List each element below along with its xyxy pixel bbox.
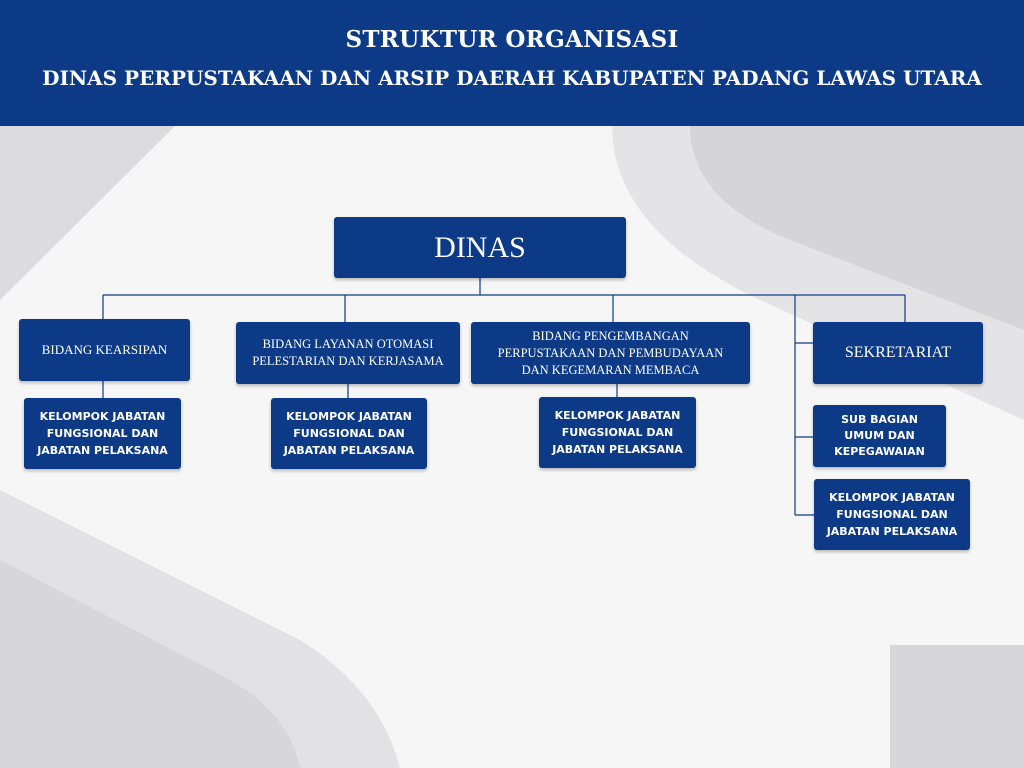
page-title: STRUKTUR ORGANISASI [345, 26, 679, 53]
node-kelompok-jabatan-sekretariat: KELOMPOK JABATAN FUNGSIONAL DAN JABATAN … [814, 479, 970, 550]
node-bidang-pengembangan: BIDANG PENGEMBANGAN PERPUSTAKAAN DAN PEM… [471, 322, 750, 384]
node-kelompok-jabatan-kearsipan: KELOMPOK JABATAN FUNGSIONAL DAN JABATAN … [24, 398, 181, 469]
node-bidang-kearsipan: BIDANG KEARSIPAN [19, 319, 190, 381]
node-bidang-layanan-otomasi: BIDANG LAYANAN OTOMASI PELESTARIAN DAN K… [236, 322, 460, 384]
page-subtitle: DINAS PERPUSTAKAAN DAN ARSIP DAERAH KABU… [42, 66, 982, 90]
node-sekretariat: SEKRETARIAT [813, 322, 983, 384]
node-sub-bagian-umum: SUB BAGIAN UMUM DAN KEPEGAWAIAN [813, 405, 946, 467]
node-kelompok-jabatan-pengembangan: KELOMPOK JABATAN FUNGSIONAL DAN JABATAN … [539, 397, 696, 468]
node-kelompok-jabatan-layanan: KELOMPOK JABATAN FUNGSIONAL DAN JABATAN … [271, 398, 427, 469]
node-dinas: DINAS [334, 217, 626, 278]
header-banner: STRUKTUR ORGANISASI DINAS PERPUSTAKAAN D… [0, 0, 1024, 126]
